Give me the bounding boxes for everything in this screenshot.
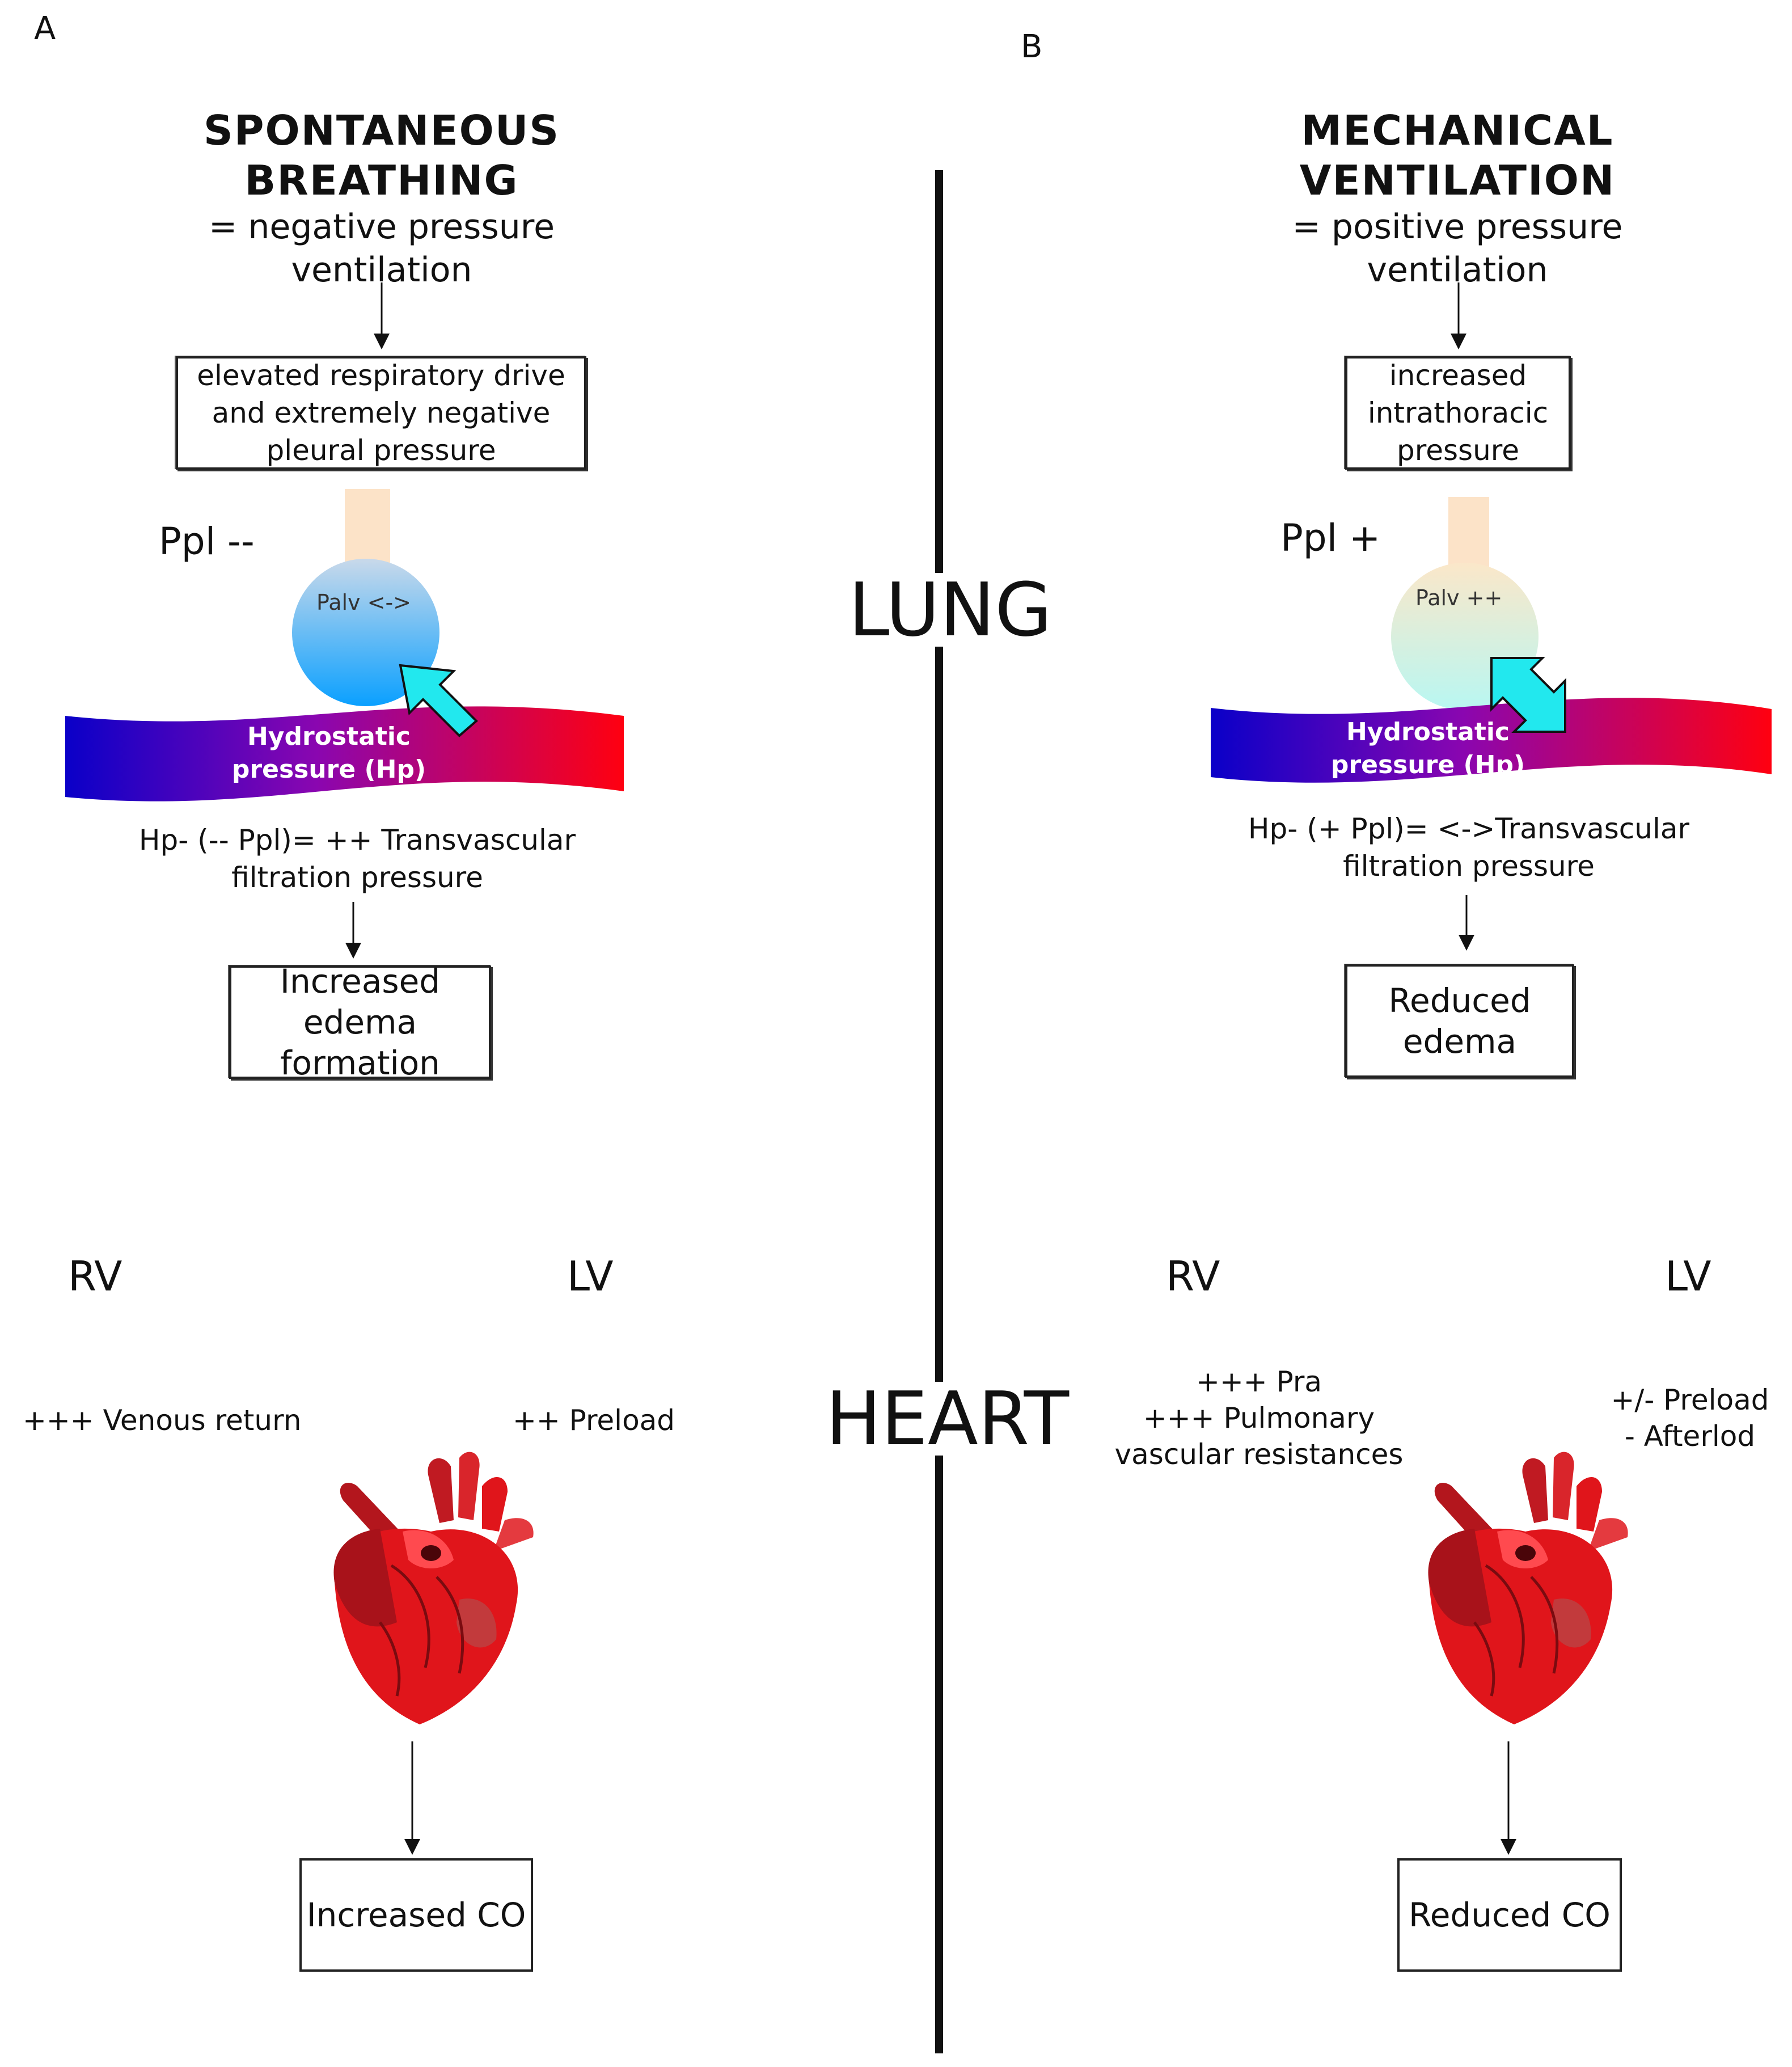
panel-b-lv-note: +/- Preload - Afterlod [1599,1382,1781,1454]
panel-b-title-line1: MECHANICAL [1301,107,1614,154]
panel-a-subtitle-line1: = negative pressure [209,207,555,247]
panel-a-formula-line1: Hp- (-- Ppl)= ++ Transvascular [138,824,576,857]
panel-b-lv-note-line2: - Afterlod [1624,1420,1756,1453]
panel-a-rv-note: +++ Venous return [23,1404,302,1437]
panel-b-co-label: Reduced CO [1409,1896,1611,1934]
heart-b-icon [1428,1452,1628,1724]
panel-a-ppl: Ppl -- [159,520,255,563]
cyan-arrow-a [399,664,478,737]
panel-a-edema-line2: edema [303,1003,417,1041]
panel-a-lv: LV [567,1252,614,1300]
panel-a-hp-line1: Hydrostatic [247,722,411,751]
panel-b-edema-box: Reduced edema [1345,964,1574,1078]
panel-b-rv-note-line2: +++ Pulmonary [1143,1402,1375,1435]
panel-b-hp-line1: Hydrostatic [1346,718,1510,746]
panel-a-formula-line2: filtration pressure [231,861,483,894]
panel-b-formula-line2: filtration pressure [1343,850,1595,883]
panel-b-hydrostatic-label: Hydrostatic pressure (Hp) [1315,716,1541,782]
section-lung: LUNG [843,573,1052,647]
panel-b-hp-line2: pressure (Hp) [1330,750,1525,779]
panel-b-rv: RV [1166,1252,1220,1300]
panel-a-rv: RV [68,1252,122,1300]
panel-a-cause-line1: elevated respiratory drive [197,359,565,392]
panel-a-hydrostatic-label: Hydrostatic pressure (Hp) [215,720,442,786]
panel-b-cause-line2: intrathoracic [1367,396,1549,429]
panel-b-rv-note-line1: +++ Pra [1195,1365,1322,1398]
panel-b-co-box: Reduced CO [1397,1858,1622,1972]
panel-a-formula: Hp- (-- Ppl)= ++ Transvascular filtratio… [113,821,601,896]
panel-b-lv-note-line1: +/- Preload [1611,1383,1769,1416]
panel-a-hp-line2: pressure (Hp) [231,755,426,784]
panel-b-title: MECHANICAL VENTILATION = positive pressu… [1231,106,1684,292]
panel-a-cause-line3: pleural pressure [266,434,496,467]
panel-a-cause-box: elevated respiratory drive and extremely… [176,356,586,470]
cyan-double-arrow-b [1490,657,1566,733]
panel-b-edema-line2: edema [1402,1022,1517,1061]
panel-b-cause-line1: increased [1389,359,1527,392]
panel-b-title-line2: VENTILATION [1299,157,1616,204]
panel-b-palv: Palv ++ [1415,585,1503,610]
panel-a-edema-line3: formation [280,1044,440,1082]
panel-a-co-box: Increased CO [299,1858,533,1972]
panel-a-edema-box: Increased edema formation [229,962,491,1082]
panel-b-subtitle-line1: = positive pressure [1292,207,1623,247]
panel-b-cause-box: increased intrathoracic pressure [1345,356,1571,470]
panel-a-edema-line1: Increased [280,962,441,1001]
vessel-b [1211,698,1772,783]
panel-a-subtitle-line2: ventilation [291,250,472,290]
panel-b-edema-line1: Reduced [1388,981,1531,1020]
panel-b-formula-line1: Hp- (+ Ppl)= <->Transvascular [1248,812,1690,845]
panel-b-formula: Hp- (+ Ppl)= <->Transvascular filtration… [1219,810,1718,885]
panel-b-subtitle-line2: ventilation [1367,250,1548,290]
panel-a-co-label: Increased CO [306,1896,526,1934]
vessel-a [65,706,624,802]
panel-a-lv-note: ++ Preload [513,1404,675,1437]
panel-b-rv-note: +++ Pra +++ Pulmonary vascular resistanc… [1100,1364,1418,1473]
panel-a-cause-line2: and extremely negative [212,396,551,429]
panel-b-ppl: Ppl + [1280,516,1381,560]
panel-b-rv-note-line3: vascular resistances [1114,1438,1404,1471]
panel-a-title: SPONTANEOUS BREATHING = negative pressur… [155,106,608,292]
panel-a-title-line1: SPONTANEOUS [203,107,560,154]
section-heart: HEART [820,1382,1070,1456]
panel-b-cause-line3: pressure [1397,434,1519,467]
panel-b-label: B [1021,28,1043,65]
panel-a-palv: Palv <-> [316,590,412,615]
panel-a-title-line2: BREATHING [244,157,519,204]
heart-a-icon [333,1452,534,1724]
panel-b-lv: LV [1665,1252,1711,1300]
panel-a-label: A [34,10,56,47]
